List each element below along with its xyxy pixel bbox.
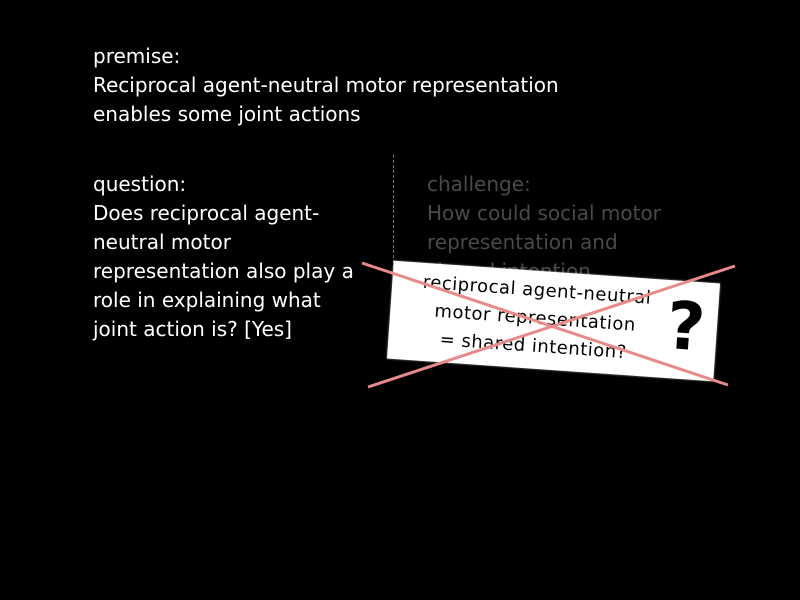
note-text: reciprocal agent-neutral motor represent… xyxy=(398,267,673,370)
question-block: question: Does reciprocal agent- neutral… xyxy=(93,170,383,344)
question-mark-glyph: ? xyxy=(663,286,708,367)
column-divider xyxy=(393,155,394,273)
premise-line-2: enables some joint actions xyxy=(93,102,361,126)
challenge-line: representation and xyxy=(427,230,618,254)
question-label: question: xyxy=(93,172,187,196)
challenge-line: How could social motor xyxy=(427,201,661,225)
question-line: representation also play a xyxy=(93,259,354,283)
question-line: neutral motor xyxy=(93,230,231,254)
premise-label: premise: xyxy=(93,44,181,68)
premise-block: premise: Reciprocal agent-neutral motor … xyxy=(93,42,653,129)
question-line: joint action is? [Yes] xyxy=(93,317,292,341)
challenge-label: challenge: xyxy=(427,172,531,196)
premise-line-1: Reciprocal agent-neutral motor represent… xyxy=(93,73,559,97)
question-line: Does reciprocal agent- xyxy=(93,201,320,225)
question-line: role in explaining what xyxy=(93,288,321,312)
